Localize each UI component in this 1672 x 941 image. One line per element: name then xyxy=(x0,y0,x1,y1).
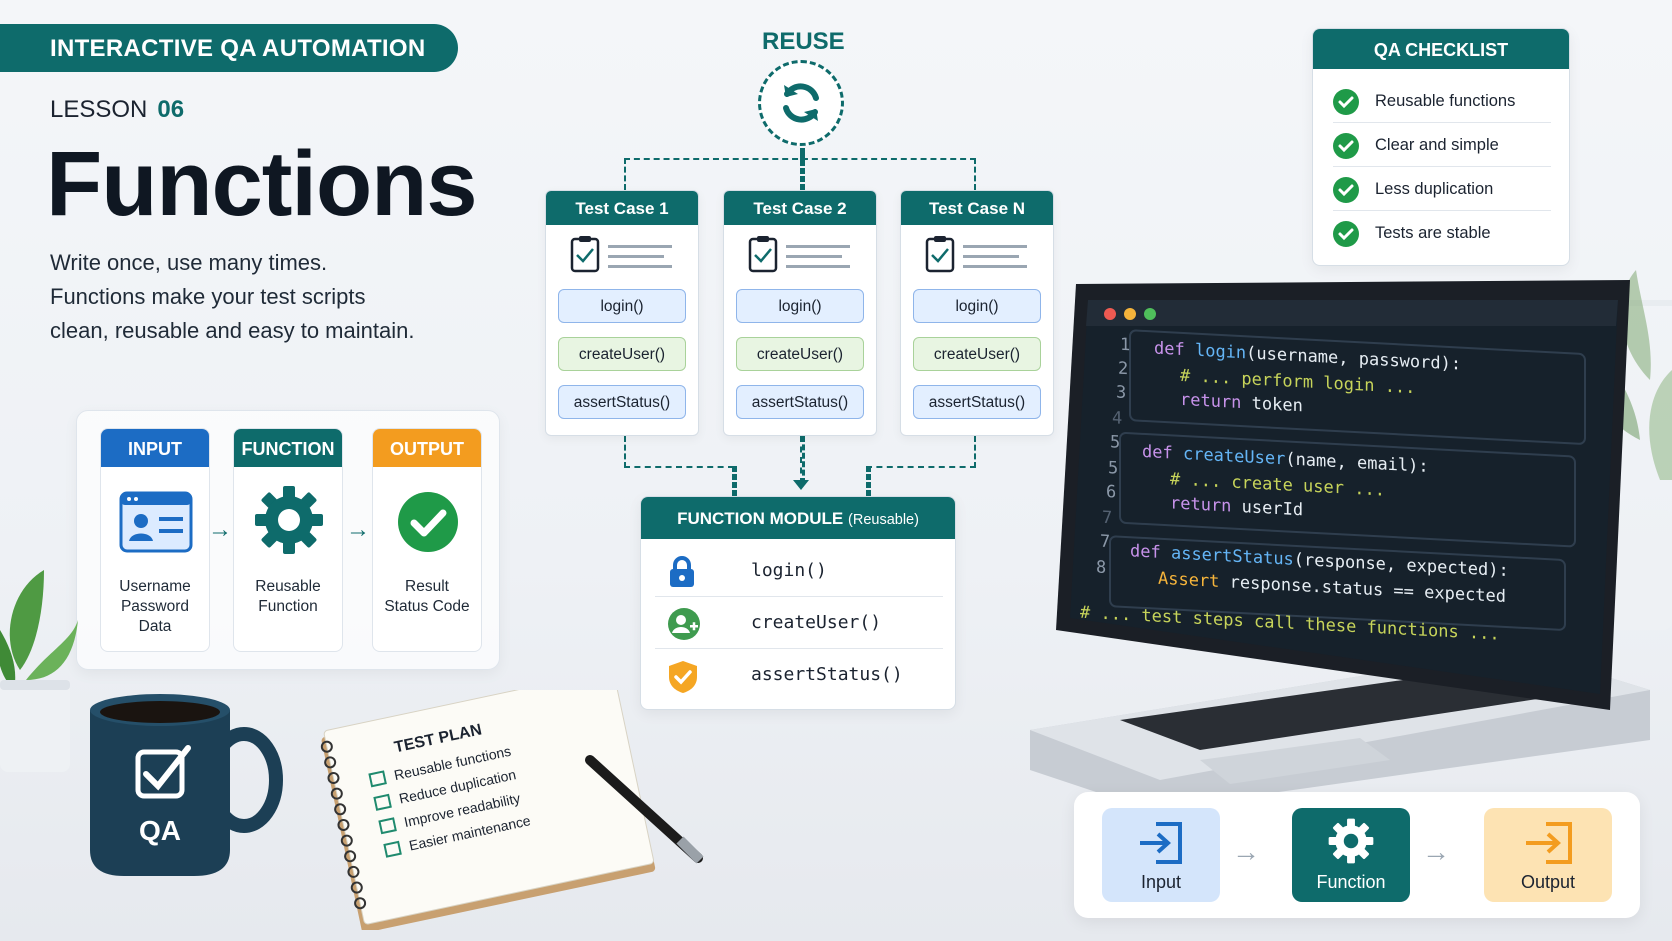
page-title: Functions xyxy=(46,133,478,235)
flow-input: Input xyxy=(1102,808,1220,902)
test-case-card: Test Case N login() createUser() assertS… xyxy=(900,190,1054,436)
test-case-card: Test Case 2 login() createUser() assertS… xyxy=(723,190,877,436)
arrow-right-icon: → xyxy=(346,516,370,543)
plant-left xyxy=(0,570,78,772)
shield-check-icon xyxy=(669,661,697,693)
code-line: return token xyxy=(1180,389,1303,417)
fn-createuser-chip: createUser() xyxy=(736,337,864,371)
ipo-output-card: OUTPUT Result Status Code xyxy=(372,428,482,652)
arrow-right-icon: → xyxy=(1232,836,1260,867)
input-icon xyxy=(1140,822,1182,864)
connector xyxy=(732,466,737,496)
refresh-icon xyxy=(783,83,819,123)
ipo-input-header: INPUT xyxy=(101,429,209,467)
qa-checklist: QA CHECKLIST Reusable functions Clear an… xyxy=(1312,28,1570,266)
qa-mug: QA xyxy=(90,694,283,876)
clipboard-icon xyxy=(570,236,672,273)
connector xyxy=(624,158,976,190)
reuse-label: REUSE xyxy=(762,28,845,55)
connector xyxy=(866,466,871,496)
fn-login-chip: login() xyxy=(558,289,686,323)
ipo-output-header: OUTPUT xyxy=(373,429,481,467)
output-icon xyxy=(1526,822,1572,864)
check-circle-icon xyxy=(398,492,458,552)
ipo-output-text: Result Status Code xyxy=(384,578,470,615)
test-plan-notebook: TEST PLAN Reusable functions Reduce dupl… xyxy=(320,690,704,930)
fn-assertstatus-chip: assertStatus() xyxy=(913,385,1041,419)
fn-assertstatus-chip: assertStatus() xyxy=(736,385,864,419)
connector xyxy=(866,436,976,468)
gear-icon xyxy=(1328,818,1374,864)
checklist-item: Less duplication xyxy=(1333,167,1551,211)
checklist-item: Tests are stable xyxy=(1333,211,1551,255)
fn-login-chip: login() xyxy=(913,289,1041,323)
clipboard-icon xyxy=(925,236,1027,273)
clipboard-icon xyxy=(748,236,850,273)
function-module-card: FUNCTION MODULE (Reusable) login() creat… xyxy=(640,496,956,710)
reuse-icon-frame xyxy=(758,60,844,146)
connector xyxy=(624,436,734,468)
module-item-createuser: createUser() xyxy=(655,597,943,649)
check-icon xyxy=(1333,177,1359,203)
code-comment: # ... test steps call these functions ..… xyxy=(1080,602,1500,645)
checklist-title: QA CHECKLIST xyxy=(1313,29,1569,69)
function-module-header: FUNCTION MODULE (Reusable) xyxy=(641,497,955,539)
fn-createuser-chip: createUser() xyxy=(913,337,1041,371)
arrow-right-icon: → xyxy=(1422,836,1450,867)
connector xyxy=(800,160,805,190)
code-line: return userId xyxy=(1170,493,1304,521)
fn-createuser-chip: createUser() xyxy=(558,337,686,371)
flow-function: Function xyxy=(1292,808,1410,902)
ipo-function-card: FUNCTION Reusable Function xyxy=(233,428,343,652)
check-icon xyxy=(1333,89,1359,115)
test-case-title: Test Case 2 xyxy=(724,191,876,225)
add-user-icon xyxy=(668,608,700,640)
arrow-right-icon: → xyxy=(208,516,232,543)
test-case-title: Test Case N xyxy=(901,191,1053,225)
check-icon xyxy=(1333,221,1359,247)
lesson-number: 06 xyxy=(157,96,185,123)
ipo-function-header: FUNCTION xyxy=(234,429,342,467)
arrow-down-icon xyxy=(793,480,809,490)
flow-strip: Input → Function → Output xyxy=(1074,792,1640,918)
pen-icon xyxy=(585,755,704,864)
check-icon xyxy=(1333,133,1359,159)
mug-label: QA xyxy=(139,815,181,846)
fn-login-chip: login() xyxy=(736,289,864,323)
ipo-input-text: Username Password Data xyxy=(119,578,191,635)
fn-assertstatus-chip: assertStatus() xyxy=(558,385,686,419)
checklist-item: Reusable functions xyxy=(1333,79,1551,123)
test-case-title: Test Case 1 xyxy=(546,191,698,225)
id-card-icon xyxy=(119,491,193,553)
ipo-input-card: INPUT Username Password Data xyxy=(100,428,210,652)
module-item-assertstatus: assertStatus() xyxy=(655,649,943,701)
page-description: Write once, use many times. Functions ma… xyxy=(50,250,415,343)
module-item-login: login() xyxy=(655,545,943,597)
connector xyxy=(800,436,805,484)
test-case-card: Test Case 1 login() createUser() assertS… xyxy=(545,190,699,436)
flow-output: Output xyxy=(1484,808,1612,902)
lock-icon xyxy=(670,556,694,587)
code-editor: 1 2 3 4 5 5 6 7 7 8 def login(username, … xyxy=(1080,334,1509,645)
laptop xyxy=(1030,280,1650,810)
course-banner: INTERACTIVE QA AUTOMATION xyxy=(0,24,458,72)
ipo-function-text: Reusable Function xyxy=(255,578,321,615)
gear-icon xyxy=(255,486,323,554)
checklist-item: Clear and simple xyxy=(1333,123,1551,167)
